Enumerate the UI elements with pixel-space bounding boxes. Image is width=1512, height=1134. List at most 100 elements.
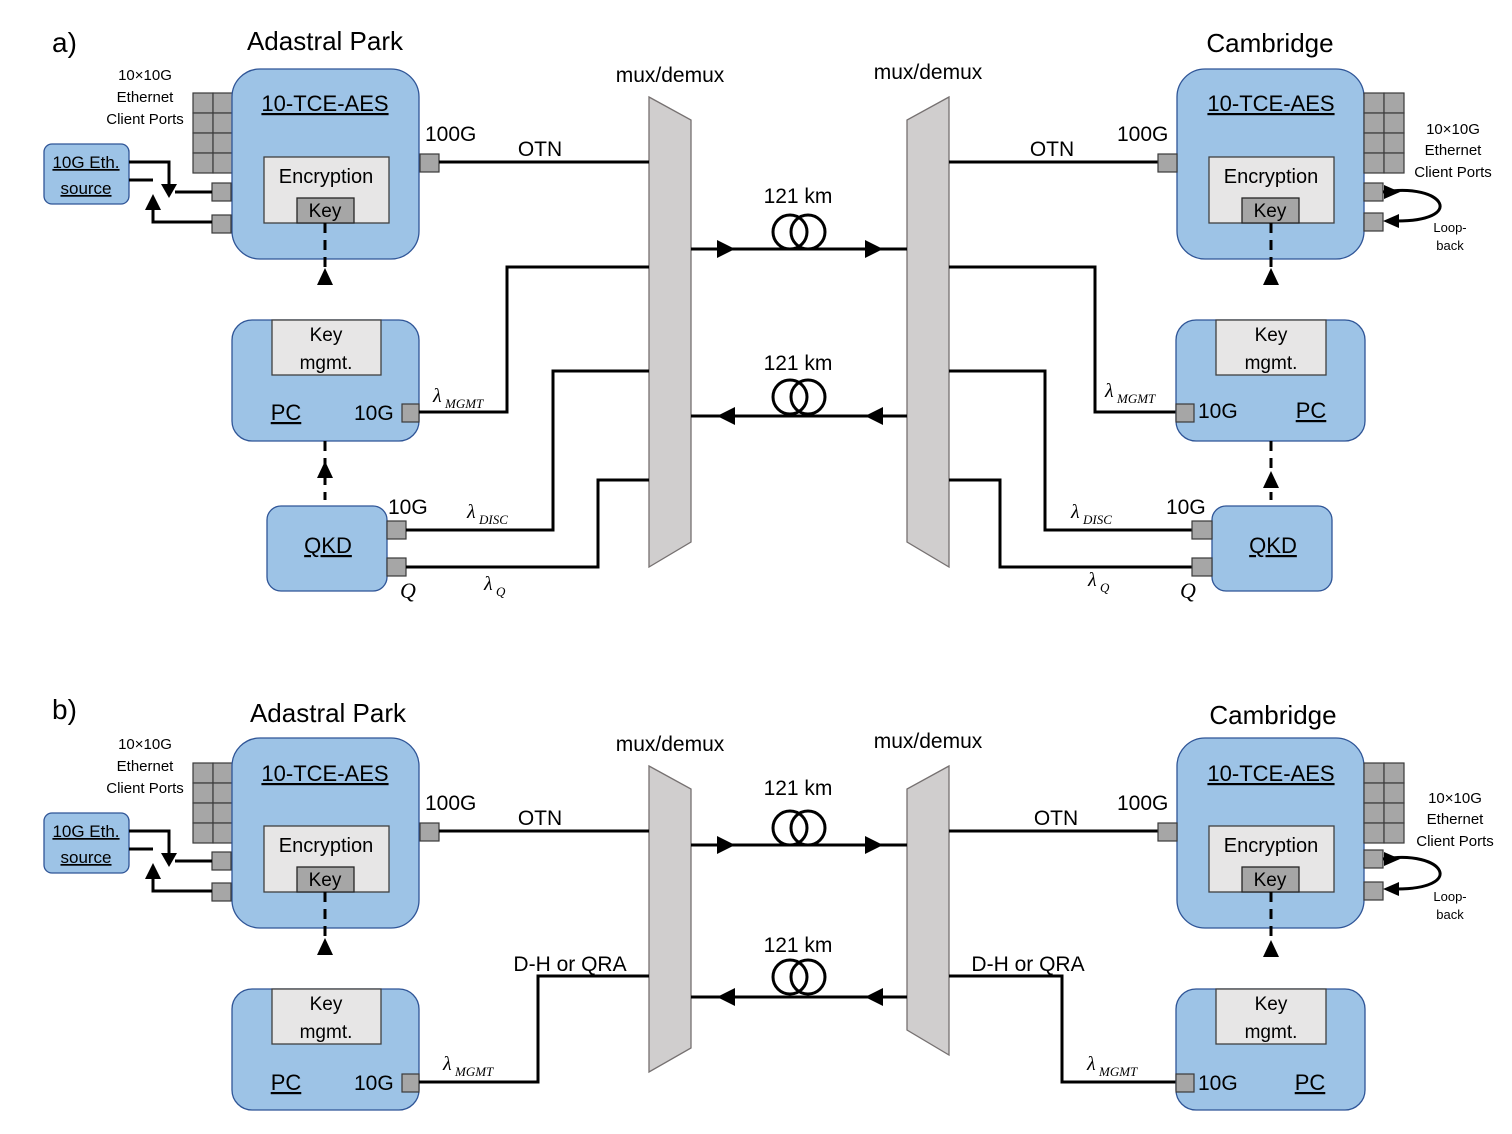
loopback-wire bbox=[1382, 189, 1442, 223]
client-ports-label: 10×10G bbox=[118, 67, 172, 84]
loopback-label: Loop- bbox=[1433, 889, 1466, 904]
fiber-length-label: 121 km bbox=[764, 934, 833, 957]
key-mgmt-block bbox=[1215, 319, 1327, 376]
line-port-100g bbox=[419, 822, 440, 842]
client-ports-label: Ethernet bbox=[117, 89, 175, 106]
pc-label: PC bbox=[1295, 1070, 1326, 1095]
svg-text:DISC: DISC bbox=[1082, 512, 1112, 527]
site-left-title: Adastral Park bbox=[250, 698, 407, 728]
panel-label-a: a) bbox=[52, 27, 77, 58]
arrowhead bbox=[865, 836, 883, 854]
quantum-port bbox=[1191, 557, 1213, 577]
disc-port bbox=[1191, 520, 1213, 540]
key-mgmt-label: mgmt. bbox=[1245, 353, 1298, 374]
key-mgmt-block bbox=[271, 988, 382, 1045]
arrowhead bbox=[1383, 882, 1399, 896]
client-ports-label: Client Ports bbox=[106, 780, 184, 797]
arrowhead bbox=[145, 863, 161, 879]
key-label: Key bbox=[309, 201, 342, 222]
key-mgmt-label: mgmt. bbox=[1245, 1022, 1298, 1043]
q-port-label: Q bbox=[1180, 578, 1196, 603]
mgmt-port bbox=[401, 1073, 420, 1093]
key-mgmt-label: Key bbox=[310, 994, 343, 1015]
client-port bbox=[211, 851, 232, 871]
key-mgmt-block bbox=[271, 319, 382, 376]
mux-right bbox=[906, 764, 950, 1057]
source-wire bbox=[129, 160, 171, 186]
client-ports-label: 10×10G bbox=[1426, 121, 1480, 138]
client-ports-label: Client Ports bbox=[1414, 164, 1492, 181]
key-mgmt-label: Key bbox=[1255, 325, 1288, 346]
pc-label: PC bbox=[1296, 398, 1327, 423]
client-ports-label: Client Ports bbox=[1416, 833, 1494, 850]
mux-left bbox=[648, 95, 692, 569]
svg-text:λ: λ bbox=[466, 501, 476, 523]
disc-wire-left bbox=[406, 369, 649, 532]
arrowhead bbox=[865, 407, 883, 425]
client-port bbox=[211, 182, 232, 202]
site-right-title: Cambridge bbox=[1209, 700, 1336, 730]
aes-label: 10-TCE-AES bbox=[261, 761, 388, 786]
svg-text:Q: Q bbox=[1100, 580, 1110, 595]
arrowhead bbox=[1384, 852, 1400, 866]
qkd-label: QKD bbox=[1249, 533, 1297, 558]
key-label: Key bbox=[309, 870, 342, 891]
eth-source-label: 10G Eth. bbox=[52, 822, 119, 841]
client-port bbox=[211, 882, 232, 902]
mgmt-wire-right bbox=[949, 265, 1176, 414]
client-port bbox=[1363, 849, 1384, 869]
client-port bbox=[1363, 182, 1384, 202]
qkd-label: QKD bbox=[304, 533, 352, 558]
pc-label: PC bbox=[271, 1070, 302, 1095]
key-exchange-label: D-H or QRA bbox=[513, 953, 626, 976]
otn-label: OTN bbox=[518, 138, 562, 161]
svg-text:λ: λ bbox=[1087, 569, 1097, 591]
port-10g-label: 10G bbox=[1198, 1072, 1238, 1095]
line-port-100g bbox=[1157, 153, 1178, 173]
mux-label: mux/demux bbox=[616, 64, 725, 87]
mgmt-wire-left bbox=[419, 974, 649, 1084]
client-port bbox=[1363, 212, 1384, 232]
mux-label: mux/demux bbox=[874, 61, 983, 84]
arrowhead bbox=[1263, 940, 1279, 957]
mux-right bbox=[906, 95, 950, 569]
arrowhead bbox=[717, 240, 735, 258]
disc-port bbox=[386, 520, 407, 540]
key-label: Key bbox=[1254, 870, 1287, 891]
svg-text:MGMT: MGMT bbox=[444, 396, 484, 411]
encryption-label: Encryption bbox=[279, 835, 374, 857]
port-100g-label: 100G bbox=[425, 792, 476, 815]
pc-label: PC bbox=[271, 400, 302, 425]
port-100g-label: 100G bbox=[1117, 792, 1168, 815]
arrowhead bbox=[865, 240, 883, 258]
loopback-wire bbox=[1382, 856, 1442, 891]
fiber-length-label: 121 km bbox=[764, 352, 833, 375]
site-right-title: Cambridge bbox=[1206, 28, 1333, 58]
key-block bbox=[296, 866, 355, 893]
svg-text:λ: λ bbox=[442, 1053, 452, 1075]
arrowhead bbox=[717, 988, 735, 1006]
svg-text:λ: λ bbox=[1104, 380, 1114, 402]
client-ports-label: Ethernet bbox=[1427, 811, 1485, 828]
arrowhead bbox=[317, 938, 333, 955]
svg-text:λ: λ bbox=[1086, 1053, 1096, 1075]
eth-source-box bbox=[43, 812, 130, 874]
site-left-title: Adastral Park bbox=[247, 26, 404, 56]
arrowhead bbox=[717, 836, 735, 854]
arrowhead bbox=[1383, 214, 1399, 228]
key-exchange-label: D-H or QRA bbox=[971, 953, 1084, 976]
client-ports-label: Client Ports bbox=[106, 111, 184, 128]
port-10g-label: 10G bbox=[354, 1072, 394, 1095]
fiber-length-label: 121 km bbox=[764, 777, 833, 800]
aes-label: 10-TCE-AES bbox=[1207, 761, 1334, 786]
otn-label: OTN bbox=[1030, 138, 1074, 161]
fiber-spool bbox=[771, 213, 827, 251]
arrowhead bbox=[1263, 471, 1279, 488]
svg-text:MGMT: MGMT bbox=[454, 1064, 494, 1079]
eth-source-label: 10G Eth. bbox=[52, 153, 119, 172]
svg-text:MGMT: MGMT bbox=[1098, 1064, 1138, 1079]
client-port bbox=[211, 214, 232, 234]
